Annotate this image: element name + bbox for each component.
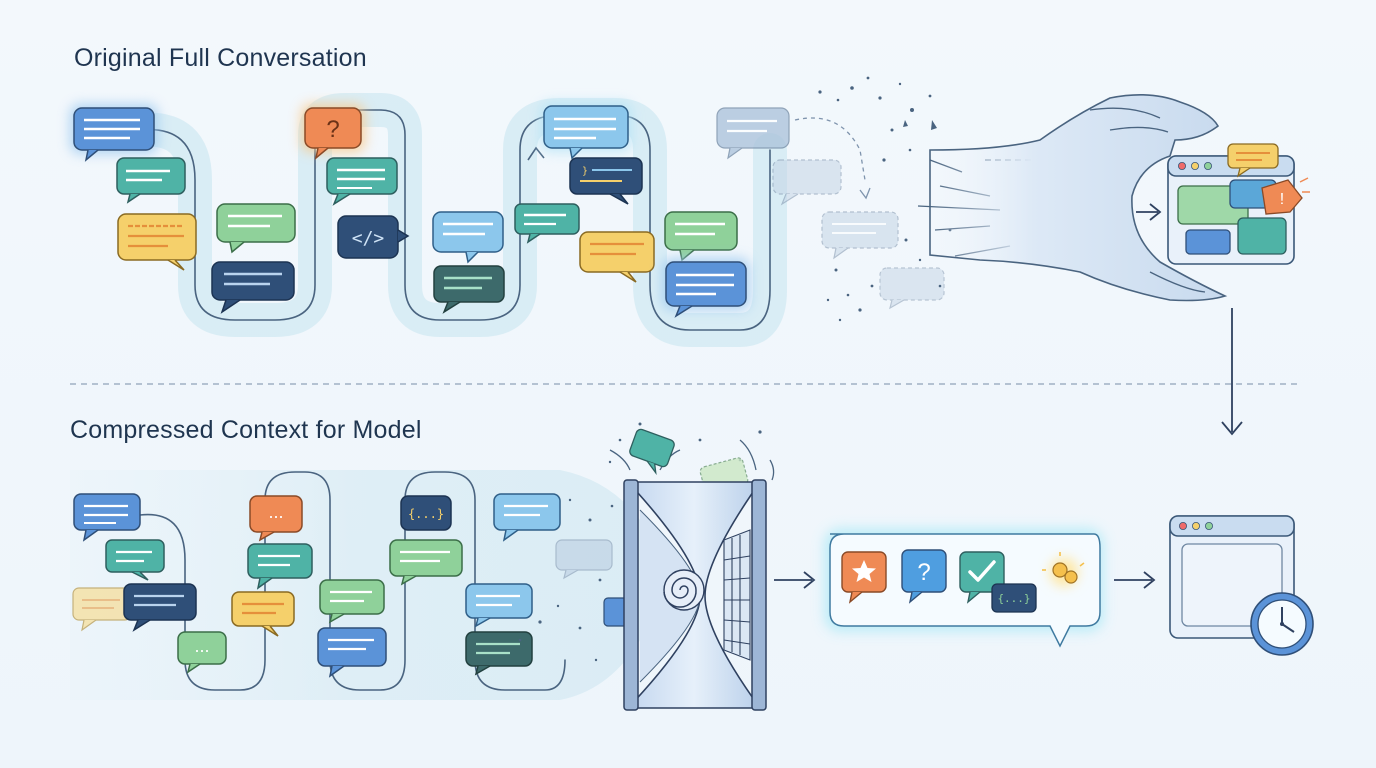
chat-bubble-green-4 (389, 539, 463, 586)
original-bubbles: ? </> (70, 102, 945, 318)
app-window-bottom (1169, 515, 1314, 656)
chat-bubble-blue-3 (73, 493, 141, 542)
chat-bubble-sky-3 (493, 493, 561, 542)
chat-bubble-green-2 (664, 211, 738, 262)
chat-bubble-fading-3 (821, 211, 899, 260)
clock-icon (1250, 592, 1314, 656)
chat-bubble-darkteal-2 (465, 631, 533, 676)
chat-bubble-teal-2 (326, 157, 398, 206)
chat-bubble-navy-3 (123, 583, 197, 632)
chat-bubble-fading-2 (772, 159, 842, 206)
chat-bubble-teal-5 (247, 543, 313, 590)
chat-bubble-green-1 (216, 203, 296, 254)
chat-bubble-yellow-2 (579, 231, 655, 283)
chat-bubble-blue-4 (317, 627, 387, 678)
check-icon (959, 551, 1005, 604)
star-icon (841, 551, 887, 604)
code-bubble: </> (337, 215, 410, 259)
code-braces-bubble: {...} (400, 495, 452, 531)
compressed-summary-bubble: ? {...} (824, 528, 1104, 648)
chat-bubble-teal-3 (514, 203, 580, 244)
question-bubble-blue: ? (901, 549, 947, 604)
code-braces-icon: {...} (408, 507, 444, 521)
section-title-original: Original Full Conversation (74, 44, 367, 72)
arrow-to-window (1114, 571, 1156, 589)
chat-bubble-blue-1 (70, 104, 158, 162)
ellipsis-icon: ... (268, 502, 283, 522)
chat-bubble-sky-1 (432, 211, 504, 264)
chat-bubble-teal-4 (105, 539, 165, 581)
compressed-bubbles: ... ... (72, 493, 629, 678)
chat-bubble-sky-4 (465, 583, 533, 628)
original-conversation-path (123, 93, 787, 347)
code-braces-bubble-small: {...} (991, 583, 1037, 613)
chat-bubble-yellow-1 (117, 213, 197, 271)
gear-glow-icon (1042, 552, 1085, 586)
down-arrow (1221, 308, 1243, 436)
chat-bubble-blue-2 (662, 258, 750, 318)
chat-bubble-sky-2 (540, 102, 632, 160)
chat-bubble-yellow-3 (231, 591, 295, 637)
chat-bubble-green-3 (319, 579, 385, 624)
chat-bubble-fading-1 (716, 107, 790, 160)
question-bubble-orange: ? (301, 104, 365, 160)
code-braces-icon: {...} (997, 592, 1030, 605)
compressor-funnel (623, 479, 767, 711)
section-title-compressed: Compressed Context for Model (70, 416, 422, 444)
ellipsis-bubble-orange: ... (249, 495, 303, 542)
question-icon: ? (917, 559, 930, 586)
alert-icon: ! (1280, 191, 1284, 208)
arrow-into-window (1136, 203, 1162, 221)
ellipsis-bubble-green: ... (177, 631, 227, 674)
arrow-to-summary (774, 571, 816, 589)
chat-bubble-fading-4 (879, 267, 945, 310)
question-icon: ? (326, 116, 339, 143)
chat-bubble-teal-1 (116, 157, 186, 204)
chat-bubble-navy-1 (211, 261, 295, 314)
chat-bubble-fading-5 (555, 539, 613, 580)
app-window-top: ! (1167, 143, 1310, 265)
chat-bubble-darkteal-1 (433, 265, 505, 314)
code-icon: </> (352, 228, 385, 249)
ellipsis-icon: ... (194, 636, 209, 656)
svg-text:}: } (582, 166, 588, 177)
grabbing-hand (929, 94, 1228, 302)
code-bubble-navy-2: } (569, 157, 643, 205)
